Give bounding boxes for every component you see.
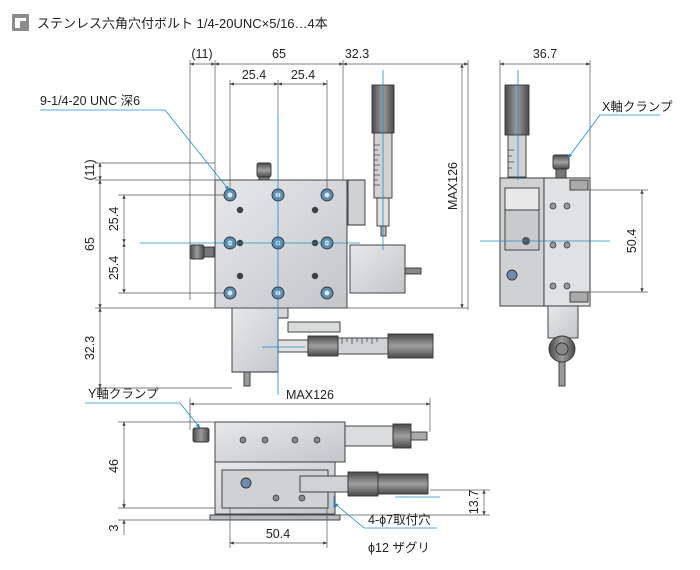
tapped-hole-center bbox=[227, 290, 233, 296]
tapped-hole-center bbox=[324, 192, 330, 198]
dim-side-11: (11) bbox=[83, 159, 97, 180]
dim-top-65: 65 bbox=[272, 47, 286, 61]
dim-front-3: 3 bbox=[107, 524, 121, 531]
callout-mount-holes: 4-ϕ7取付穴 bbox=[368, 512, 431, 527]
front-view bbox=[192, 421, 429, 521]
callout-x-clamp: X軸クランプ bbox=[602, 100, 673, 114]
dim-side-65: 65 bbox=[83, 237, 97, 251]
x-micrometer bbox=[347, 84, 395, 237]
y-bracket-bar bbox=[287, 321, 341, 333]
header-title: ステンレス六角穴付ボルト 1/4-20UNC×5/16…4本 bbox=[37, 15, 328, 31]
front-upper-body bbox=[214, 421, 346, 463]
front-y-micrometer bbox=[377, 473, 429, 495]
y-micrometer bbox=[243, 333, 434, 387]
dim-side-32-3: 32.3 bbox=[83, 336, 97, 360]
callout-counterbore: ϕ12 ザグリ bbox=[368, 541, 430, 555]
right-view bbox=[499, 84, 591, 387]
dim-max126-vertical: MAX126 bbox=[446, 162, 460, 210]
dim-right-36-7: 36.7 bbox=[533, 47, 557, 61]
dim-front-46: 46 bbox=[107, 459, 121, 473]
dim-top-25-4-a: 25.4 bbox=[242, 68, 266, 82]
center-lines bbox=[140, 70, 610, 498]
dim-side-25-4-a: 25.4 bbox=[107, 207, 121, 231]
dim-side-25-4-b: 25.4 bbox=[107, 256, 121, 280]
dim-right-50-4: 50.4 bbox=[625, 229, 639, 253]
screw-icon bbox=[12, 13, 29, 31]
side-micrometer bbox=[504, 84, 530, 136]
x-bracket-screw bbox=[404, 267, 422, 275]
header: ステンレス六角穴付ボルト 1/4-20UNC×5/16…4本 bbox=[12, 12, 328, 32]
mount-screw bbox=[236, 272, 244, 280]
y-clamp-knob bbox=[189, 244, 205, 260]
dim-top-11: (11) bbox=[191, 47, 212, 61]
top-view bbox=[189, 84, 434, 387]
y-clamp-front bbox=[192, 427, 210, 443]
dimension-lines bbox=[95, 60, 648, 548]
mount-screw bbox=[236, 206, 244, 214]
tapped-hole-center bbox=[227, 192, 233, 198]
dim-top-32-3: 32.3 bbox=[345, 47, 369, 61]
callout-leaders bbox=[40, 109, 660, 529]
mount-screw bbox=[311, 272, 319, 280]
front-bolt bbox=[240, 477, 252, 489]
callout-y-clamp: Y軸クランプ bbox=[88, 387, 159, 401]
callout-tapped-holes: 9-1/4-20 UNC 深6 bbox=[40, 94, 140, 108]
dim-front-50-4: 50.4 bbox=[266, 527, 290, 541]
dim-max126-horizontal: MAX126 bbox=[286, 388, 334, 402]
dim-top-25-4-b: 25.4 bbox=[291, 68, 315, 82]
x-clamp-side bbox=[552, 154, 570, 170]
x-clamp-knob bbox=[256, 162, 272, 178]
mount-screw bbox=[311, 206, 319, 214]
callout-labels: 9-1/4-20 UNC 深6 X軸クランプ Y軸クランプ 4-ϕ7取付穴 ϕ1… bbox=[40, 94, 673, 555]
y-bracket bbox=[231, 305, 289, 373]
dim-front-13-7: 13.7 bbox=[467, 490, 481, 514]
tapped-hole-center bbox=[324, 290, 330, 296]
dimension-labels: (11) 65 32.3 25.4 25.4 (11) 25.4 65 25.4… bbox=[83, 47, 639, 541]
x-bracket bbox=[349, 244, 406, 294]
